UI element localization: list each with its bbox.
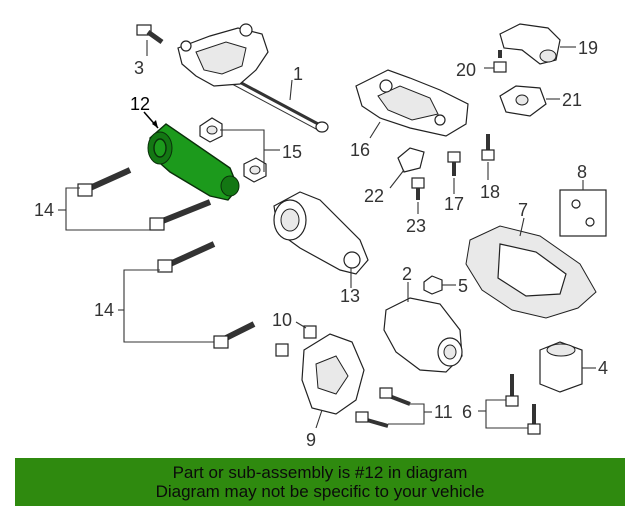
callout-14-upper: 14 (34, 200, 54, 220)
callout-4: 4 (598, 358, 608, 378)
info-banner: Part or sub-assembly is #12 in diagram D… (15, 458, 625, 506)
callout-5: 5 (458, 276, 468, 296)
part-3-bolt[interactable] (136, 24, 164, 45)
part-11-bolts[interactable] (355, 387, 411, 428)
part-17-bolt[interactable] (447, 151, 461, 176)
callout-20: 20 (456, 60, 476, 80)
part-22-bracket[interactable] (397, 147, 425, 173)
part-12-torque-rod[interactable] (147, 123, 240, 201)
part-23-bolt[interactable] (411, 177, 425, 200)
callout-6: 6 (462, 402, 472, 422)
part-18-bolt[interactable] (481, 134, 495, 161)
part-14-upper-bolts[interactable] (77, 167, 212, 231)
banner-line-2: Diagram may not be specific to your vehi… (155, 482, 485, 501)
part-9-bracket[interactable] (301, 333, 365, 415)
part-7-heat-shield[interactable] (465, 225, 597, 319)
part-16-subframe[interactable] (355, 69, 469, 137)
callout-14-lower: 14 (94, 300, 114, 320)
callout-23: 23 (406, 216, 426, 236)
part-10-bushings[interactable] (275, 325, 317, 357)
callout-8: 8 (577, 162, 587, 182)
part-21-mount-block[interactable] (499, 85, 547, 117)
callout-18: 18 (480, 182, 500, 202)
part-19-bracket[interactable] (499, 23, 561, 65)
part-5-nut[interactable] (423, 275, 443, 295)
part-13-engine-mount[interactable] (273, 191, 369, 275)
callout-22: 22 (364, 186, 384, 206)
callout-7: 7 (518, 200, 528, 220)
callout-15: 15 (282, 142, 302, 162)
part-14-lower-bolts[interactable] (157, 241, 256, 349)
callout-17: 17 (444, 194, 464, 214)
callout-12: 12 (130, 94, 150, 114)
callout-13: 13 (340, 286, 360, 306)
callout-16: 16 (350, 140, 370, 160)
banner-line-1: Part or sub-assembly is #12 in diagram (172, 463, 468, 482)
callout-19: 19 (578, 38, 598, 58)
callout-21: 21 (562, 90, 582, 110)
callout-1: 1 (293, 64, 303, 84)
part-20-bolt[interactable] (493, 50, 507, 73)
part-8-hardware-kit[interactable] (559, 189, 607, 237)
part-4-mount[interactable] (539, 341, 583, 393)
part-1-crossmember[interactable] (177, 23, 329, 133)
part-15-bushings[interactable] (199, 117, 267, 183)
part-2-mount-bracket[interactable] (383, 297, 463, 373)
callout-10: 10 (272, 310, 292, 330)
callout-3: 3 (134, 58, 144, 78)
callout-11: 11 (434, 402, 453, 422)
callout-9: 9 (306, 430, 316, 450)
callout-2: 2 (402, 264, 412, 284)
part-6-bolts[interactable] (505, 374, 541, 435)
